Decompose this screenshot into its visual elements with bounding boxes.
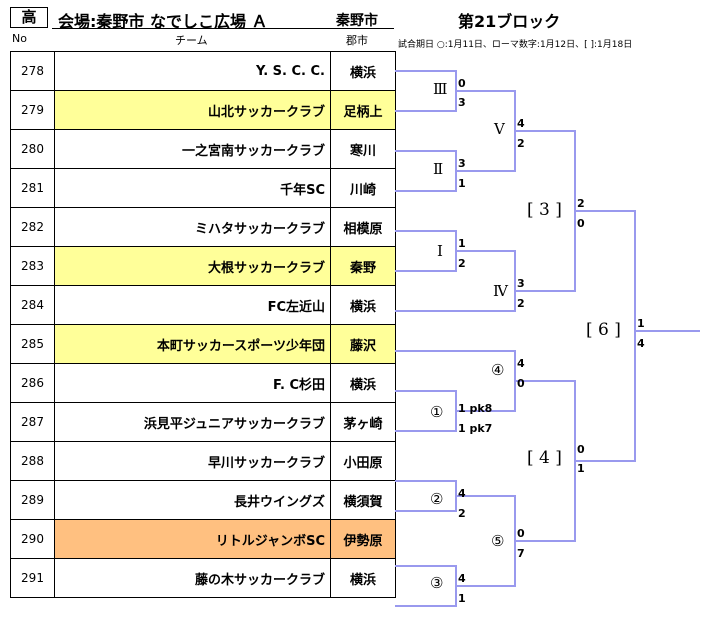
round-label-c2: ② bbox=[430, 490, 444, 508]
score-II-bottom: 1 bbox=[458, 177, 466, 190]
score-b4-bottom: 1 bbox=[577, 462, 585, 475]
bracket-286-287 bbox=[395, 390, 457, 432]
score-c5-bottom: 7 bbox=[517, 547, 525, 560]
score-III-top: 0 bbox=[458, 77, 466, 90]
entry-no: 283 bbox=[10, 246, 55, 286]
bracket-b6 bbox=[575, 210, 636, 462]
score-II-top: 3 bbox=[458, 157, 466, 170]
entry-city: 横須賀 bbox=[330, 480, 396, 520]
score-c4-bottom: 0 bbox=[517, 377, 525, 390]
entry-team: 浜見平ジュニアサッカークラブ bbox=[54, 402, 331, 442]
block-title: 第21ブロック bbox=[458, 12, 561, 31]
col-header-team: チーム bbox=[175, 34, 208, 47]
grade-label: 高 bbox=[10, 7, 48, 28]
venue-title: 会場:秦野市 なでしこ広場 Ａ bbox=[58, 12, 268, 31]
round-label-b6: [ 6 ] bbox=[586, 320, 621, 340]
score-b6-bottom: 4 bbox=[637, 337, 645, 350]
bracket-288-289 bbox=[395, 480, 457, 512]
header-underline bbox=[52, 28, 394, 29]
entry-team: F. C杉田 bbox=[54, 363, 331, 403]
entry-no: 288 bbox=[10, 441, 55, 481]
score-b6-top: 1 bbox=[637, 317, 645, 330]
score-c1-top: 1 pk8 bbox=[458, 402, 493, 415]
score-c3-bottom: 1 bbox=[458, 592, 466, 605]
bracket-290-291 bbox=[395, 565, 457, 607]
entry-team: Y. S. C. C. bbox=[54, 51, 331, 91]
round-label-b4: [ 4 ] bbox=[527, 448, 562, 468]
round-label-I: Ⅰ bbox=[437, 242, 443, 260]
entry-no: 287 bbox=[10, 402, 55, 442]
entry-team: 山北サッカークラブ bbox=[54, 90, 331, 130]
col-header-no: No bbox=[12, 32, 27, 45]
entry-team: 早川サッカークラブ bbox=[54, 441, 331, 481]
venue-city: 秦野市 bbox=[336, 13, 378, 29]
entry-city: 横浜 bbox=[330, 363, 396, 403]
score-I-top: 1 bbox=[458, 237, 466, 250]
score-I-bottom: 2 bbox=[458, 257, 466, 270]
entry-city: 伊勢原 bbox=[330, 519, 396, 559]
entry-team: 一之宮南サッカークラブ bbox=[54, 129, 331, 169]
entry-team: 藤の木サッカークラブ bbox=[54, 558, 331, 598]
bracket-280-281 bbox=[395, 150, 457, 192]
round-label-IV: Ⅳ bbox=[493, 282, 508, 300]
score-b3-bottom: 0 bbox=[577, 217, 585, 230]
entry-city: 藤沢 bbox=[330, 324, 396, 364]
date-legend: 試合期日 ○:1月11日、ローマ数字:1月12日、[ ]:1月18日 bbox=[398, 40, 633, 50]
entry-team: リトルジャンボSC bbox=[54, 519, 331, 559]
round-label-V: Ⅴ bbox=[494, 120, 505, 138]
entry-city: 横浜 bbox=[330, 285, 396, 325]
score-b3-top: 2 bbox=[577, 197, 585, 210]
round-label-c3: ③ bbox=[430, 574, 444, 592]
entry-city: 川崎 bbox=[330, 168, 396, 208]
col-header-city: 郡市 bbox=[346, 34, 368, 47]
entry-no: 286 bbox=[10, 363, 55, 403]
entry-no: 289 bbox=[10, 480, 55, 520]
entry-no: 282 bbox=[10, 207, 55, 247]
round-label-II: Ⅱ bbox=[433, 160, 444, 178]
entry-no: 278 bbox=[10, 51, 55, 91]
score-IV-top: 3 bbox=[517, 277, 525, 290]
score-c2-top: 4 bbox=[458, 487, 466, 500]
entry-no: 290 bbox=[10, 519, 55, 559]
bracket-282-283 bbox=[395, 230, 457, 272]
entry-city: 秦野 bbox=[330, 246, 396, 286]
score-c5-top: 0 bbox=[517, 527, 525, 540]
entry-team: ミハタサッカークラブ bbox=[54, 207, 331, 247]
round-label-c1: ① bbox=[430, 403, 444, 421]
entry-team: 千年SC bbox=[54, 168, 331, 208]
score-c3-top: 4 bbox=[458, 572, 466, 585]
entry-team: 長井ウイングズ bbox=[54, 480, 331, 520]
score-c2-bottom: 2 bbox=[458, 507, 466, 520]
entry-city: 横浜 bbox=[330, 558, 396, 598]
round-label-c4: ④ bbox=[491, 361, 505, 379]
entry-city: 寒川 bbox=[330, 129, 396, 169]
round-label-b3: [ 3 ] bbox=[527, 200, 562, 220]
bracket-IV bbox=[395, 250, 516, 312]
round-label-c5: ⑤ bbox=[491, 532, 505, 550]
entry-no: 280 bbox=[10, 129, 55, 169]
round-label-III: Ⅲ bbox=[433, 80, 448, 98]
score-c1-bottom: 1 pk7 bbox=[458, 422, 493, 435]
score-V-top: 4 bbox=[517, 117, 525, 130]
score-b4-top: 0 bbox=[577, 443, 585, 456]
score-IV-bottom: 2 bbox=[517, 297, 525, 310]
score-III-bottom: 3 bbox=[458, 96, 466, 109]
score-V-bottom: 2 bbox=[517, 137, 525, 150]
entry-city: 茅ヶ崎 bbox=[330, 402, 396, 442]
score-c4-top: 4 bbox=[517, 357, 525, 370]
